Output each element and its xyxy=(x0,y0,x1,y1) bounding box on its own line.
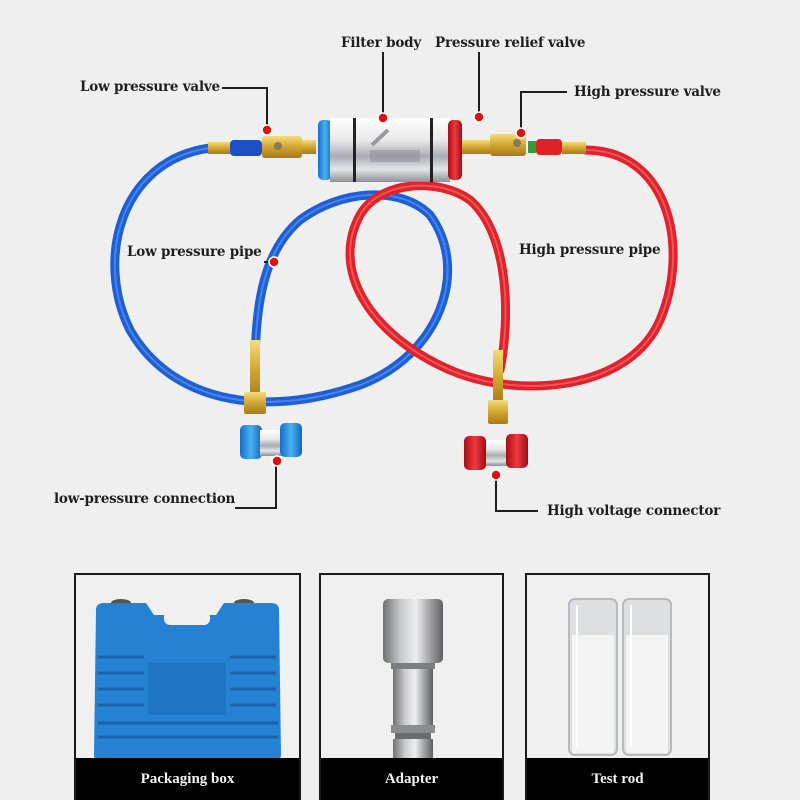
low-pressure-coupler xyxy=(240,340,302,459)
label-high-pressure-pipe: High pressure pipe xyxy=(519,242,661,258)
leader-high-pressure-valve xyxy=(520,91,567,130)
marker-dots xyxy=(261,111,527,481)
label-low-pressure-valve: Low pressure valve xyxy=(80,79,220,95)
marker-low-pressure-valve xyxy=(261,124,273,136)
leader-low-pressure-valve xyxy=(222,87,268,126)
adapter-image xyxy=(383,599,443,760)
caption-packaging-box: Packaging box xyxy=(76,758,299,800)
caption-test-rod: Test rod xyxy=(527,758,708,800)
marker-high-voltage-connector xyxy=(490,469,502,481)
leader-lines xyxy=(222,52,567,512)
high-pressure-valve xyxy=(462,134,586,156)
panel-packaging-box: Packaging box xyxy=(74,573,301,800)
marker-pressure-relief-valve xyxy=(473,111,485,123)
label-low-pressure-connection: low-pressure connection xyxy=(54,491,236,507)
filter-body xyxy=(318,118,462,182)
marker-high-pressure-valve xyxy=(515,127,527,139)
low-pressure-valve xyxy=(208,136,316,158)
label-pressure-relief-valve: Pressure relief valve xyxy=(435,35,586,51)
panel-adapter: Adapter xyxy=(319,573,504,800)
low-pressure-pipe xyxy=(110,143,453,407)
label-filter-body: Filter body xyxy=(341,35,422,51)
label-low-pressure-pipe: Low pressure pipe xyxy=(127,244,262,260)
test-rods-image xyxy=(568,598,672,756)
marker-low-pressure-connection xyxy=(271,455,283,467)
panel-test-rod: Test rod xyxy=(525,573,710,800)
marker-low-pressure-pipe xyxy=(268,256,280,268)
product-diagram xyxy=(110,52,678,512)
label-high-voltage-connector: High voltage connector xyxy=(547,503,721,519)
high-pressure-pipe xyxy=(345,145,678,391)
caption-adapter: Adapter xyxy=(321,758,502,800)
high-pressure-coupler xyxy=(464,350,528,470)
label-high-pressure-valve: High pressure valve xyxy=(574,84,721,100)
marker-filter-body xyxy=(377,112,389,124)
leader-low-pressure-connection xyxy=(235,466,277,509)
carry-case-image xyxy=(94,599,281,760)
leader-high-voltage-connector xyxy=(495,480,538,512)
